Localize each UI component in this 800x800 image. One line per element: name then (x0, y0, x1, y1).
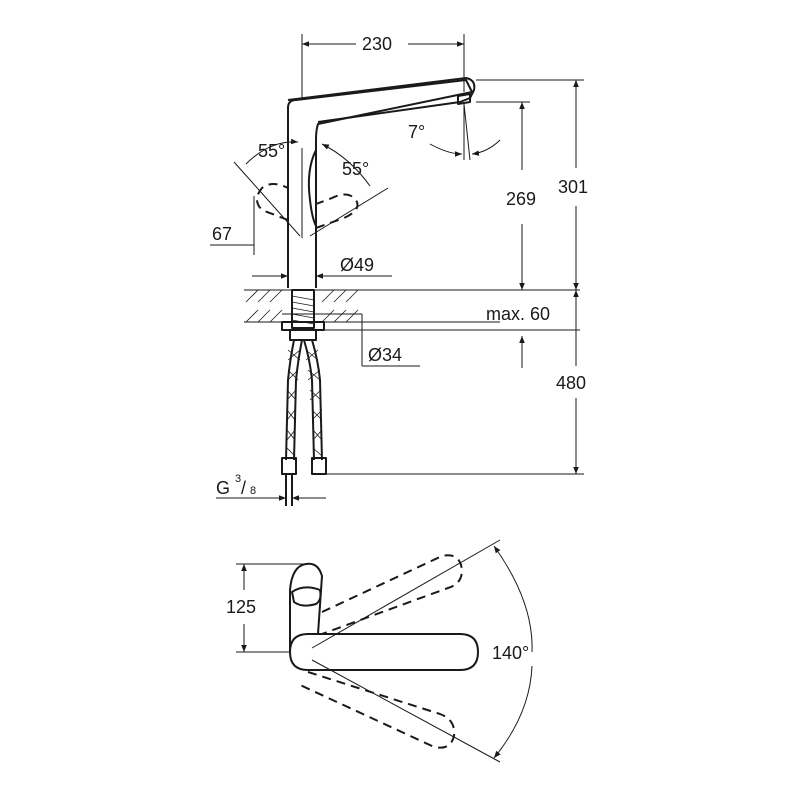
spout-angle-arc-right (471, 139, 501, 156)
angle-line-right (309, 187, 389, 237)
hose-right-inner (303, 339, 315, 461)
lever-offset-label: 67 (212, 224, 232, 244)
total-height-label: 301 (558, 177, 588, 197)
angle-arc-left (245, 138, 299, 165)
top-view: 125 140° (226, 539, 533, 763)
spout (287, 77, 476, 123)
side-view: 55° 55° 67 Ø49 (210, 34, 588, 506)
swivel-arc-down (493, 665, 533, 759)
shank-thread (291, 295, 315, 325)
spout-height-label: 269 (506, 189, 536, 209)
lever-position-left (256, 183, 289, 221)
connection-denominator: 8 (250, 485, 256, 497)
spout-angle-arc-left (429, 143, 463, 157)
countertop-hatch (245, 289, 359, 323)
top-spout-solid (289, 633, 479, 671)
hose-fitting-left (281, 457, 297, 475)
connection-slash: / (241, 478, 246, 498)
spout-angle-inclined (463, 103, 471, 161)
swivel-arc-up (493, 545, 533, 653)
hose-braid (286, 349, 323, 457)
angle-line-left (233, 161, 301, 237)
top-lever (291, 586, 322, 607)
top-spout-position-down (297, 671, 456, 749)
swivel-angle-label: 140° (492, 643, 529, 663)
hose-length-label: 480 (556, 373, 586, 393)
hose-left-inner (293, 339, 303, 461)
faucet-body (287, 79, 473, 288)
mounting-washer (289, 329, 317, 341)
swivel-ray-down (311, 659, 501, 763)
lever (307, 149, 317, 227)
mount-thickness-label: max. 60 (486, 304, 550, 324)
connection-prefix: G (216, 478, 230, 498)
hole-diameter-label: Ø34 (368, 345, 402, 365)
lever-angle-left-label: 55° (258, 141, 285, 161)
lever-angle-right-label: 55° (342, 159, 369, 179)
connection-numerator: 3 (235, 473, 241, 485)
body-diameter-label: Ø49 (340, 255, 374, 275)
aerator (457, 93, 471, 105)
angle-arc-right (321, 143, 371, 187)
spout-angle-label: 7° (408, 122, 425, 142)
top-depth-label: 125 (226, 597, 256, 617)
reach-label: 230 (362, 34, 392, 54)
top-body (289, 562, 323, 652)
threaded-shank (291, 289, 315, 329)
swivel-ray-up (311, 539, 501, 649)
hose-fitting-right (311, 457, 327, 475)
lever-position-right (315, 193, 359, 229)
top-spout-position-up (321, 554, 464, 635)
